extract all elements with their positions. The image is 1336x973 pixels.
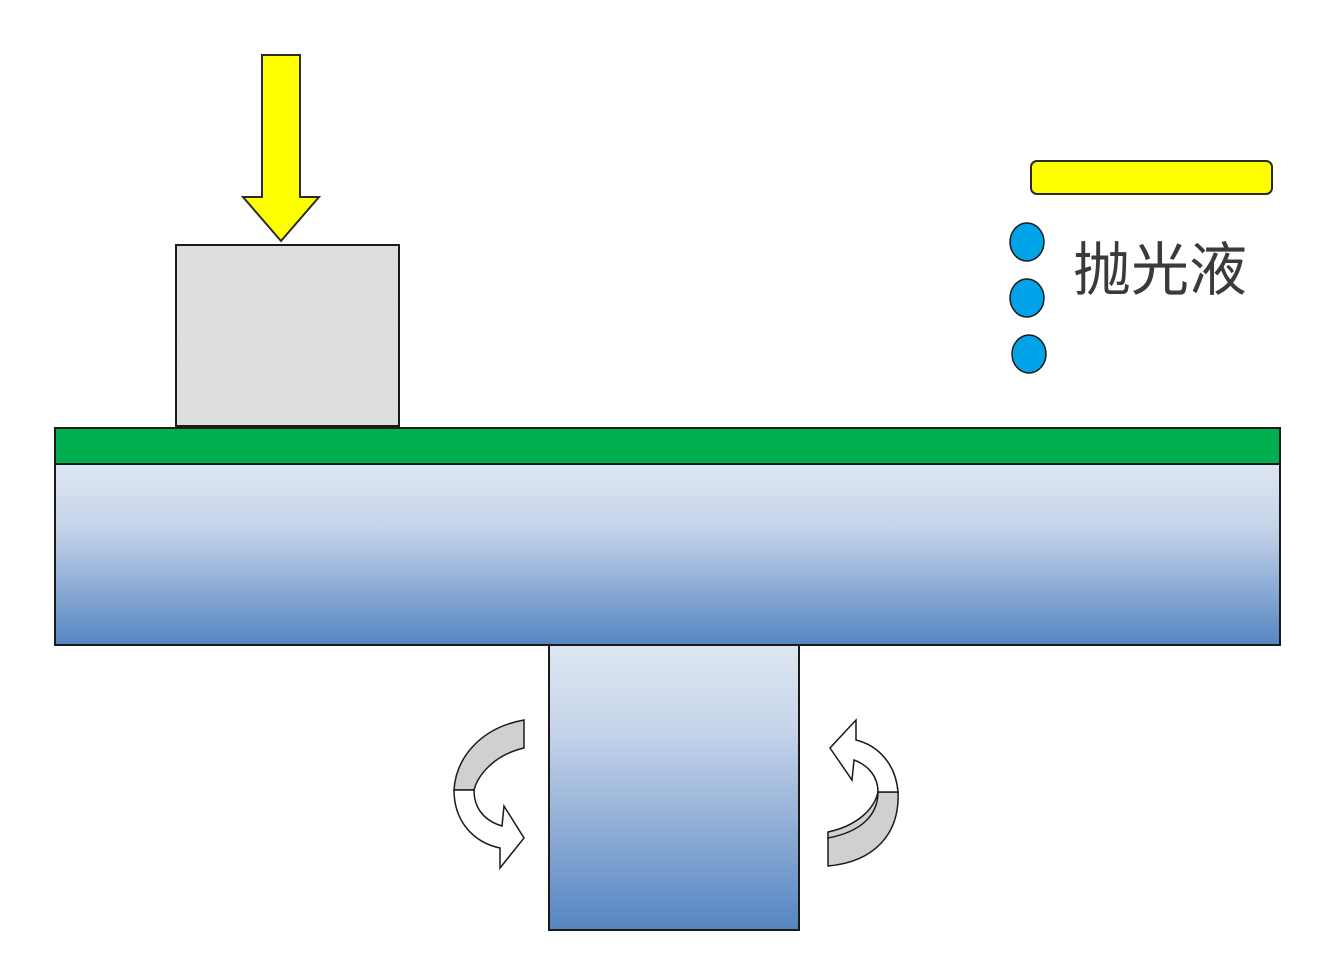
platen: [54, 463, 1281, 646]
rotate-clockwise-icon: [453, 719, 525, 871]
slurry-drop: [1009, 222, 1045, 262]
slurry-drop: [1009, 278, 1045, 318]
polishing-pad: [54, 427, 1281, 465]
slurry-nozzle: [1030, 160, 1273, 195]
platen-spindle: [548, 644, 800, 931]
wafer-carrier: [175, 244, 400, 427]
slurry-label: 抛光液: [1073, 236, 1247, 304]
down-arrow-icon: [240, 54, 322, 243]
rotate-counterclockwise-icon: [827, 718, 899, 867]
slurry-drop: [1011, 334, 1047, 374]
